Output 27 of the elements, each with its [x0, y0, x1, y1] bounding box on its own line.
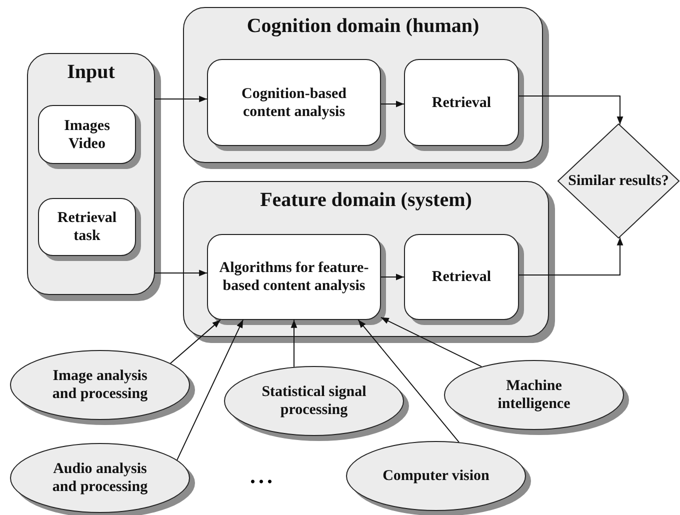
arrow: [518, 96, 624, 126]
arrow: [380, 100, 404, 108]
group-heading: Feature domain (system): [259, 188, 473, 212]
arrow: [380, 316, 482, 368]
group-heading: Input: [66, 60, 116, 84]
arrow: [176, 319, 244, 461]
arrow: [154, 96, 208, 102]
node-label: Similar results?: [568, 172, 669, 190]
arrow: [170, 319, 221, 364]
node-label: Audio analysis and processing: [51, 460, 149, 496]
node-label: Computer vision: [382, 467, 490, 485]
arrow: [154, 270, 208, 276]
node-label: Images Video: [63, 116, 111, 152]
arrow: [290, 319, 298, 368]
arrow: [380, 274, 404, 280]
node-label: Cognition-based content analysis: [240, 84, 348, 120]
arrow: [358, 319, 460, 443]
node-label: Machine intelligence: [496, 377, 572, 413]
node-label: Retrieval: [432, 268, 492, 286]
node-label: Retrieval task: [56, 209, 118, 245]
ellipsis-note: ...: [250, 463, 276, 489]
arrow: [518, 236, 624, 276]
node-label: Statistical signal processing: [260, 383, 368, 419]
node-label: Image analysis and processing: [51, 367, 149, 403]
node-label: Retrieval: [432, 94, 492, 112]
node-label: Algorithms for feature-based content analysis: [219, 259, 369, 295]
group-heading: Cognition domain (human): [246, 14, 480, 38]
